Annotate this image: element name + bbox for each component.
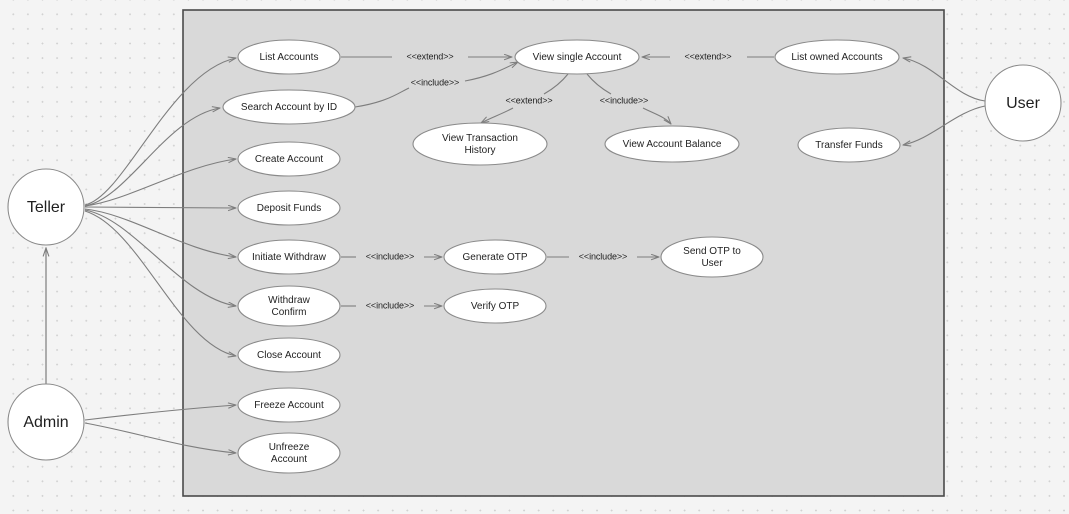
use-case-label: Create Account [255,154,324,165]
relationship-label-include-search-to-view: <<include>> [411,77,459,87]
edge-include-search-to-view-2 [464,62,518,82]
relationship-label-extend-owned-to-view: <<extend>> [684,51,731,61]
assoc-admin-freeze-account [84,405,236,421]
use-case-ellipse[interactable] [237,190,341,226]
use-case-label: View Account Balance [623,139,722,150]
actor-label: Teller [27,199,66,216]
assoc-teller-list-accounts [84,58,236,206]
use-case-label: Search Account by ID [241,102,337,113]
actor-circle[interactable] [7,168,85,246]
actor-teller[interactable]: Teller [7,168,85,246]
use-case-view-single-account[interactable]: View single Account [514,39,640,75]
use-case-ellipse[interactable] [412,122,548,166]
use-case-label: Verify OTP [471,301,520,312]
actor-circle[interactable] [7,383,85,461]
use-case-ellipse[interactable] [514,39,640,75]
use-case-ellipse[interactable] [797,127,901,163]
use-case-ellipse[interactable] [237,387,341,423]
use-case-ellipse[interactable] [237,39,341,75]
assoc-teller-create-account [84,159,236,207]
actor-user[interactable]: User [984,64,1062,142]
relationship-label-include-withdraw-to-otp: <<include>> [366,251,414,261]
use-case-ellipse[interactable] [237,432,341,474]
use-case-label: Deposit Funds [257,203,321,214]
edge-extend-view-to-history [543,73,569,95]
assoc-admin-unfreeze-account [84,422,236,453]
use-case-label: Initiate Withdraw [252,252,327,263]
use-case-ellipse[interactable] [443,288,547,324]
use-case-ellipse[interactable] [774,39,900,75]
use-case-ellipse[interactable] [237,239,341,275]
use-case-deposit-funds[interactable]: Deposit Funds [237,190,341,226]
assoc-teller-withdraw-confirm [84,209,236,306]
use-case-generate-otp[interactable]: Generate OTP [443,239,547,275]
edge-include-view-to-balance-2 [642,107,671,124]
use-case-ellipse[interactable] [660,236,764,278]
assoc-teller-close-account [84,210,236,356]
use-case-ellipse[interactable] [443,239,547,275]
use-case-ellipse[interactable] [237,285,341,327]
use-case-label: Generate OTP [462,252,527,263]
use-case-label: List Accounts [260,52,319,63]
use-case-label: Close Account [257,350,321,361]
relationship-label-include-otp-to-send: <<include>> [579,251,627,261]
use-case-search-account-id[interactable]: Search Account by ID [222,89,356,125]
use-case-close-account[interactable]: Close Account [237,337,341,373]
use-case-initiate-withdraw[interactable]: Initiate Withdraw [237,239,341,275]
relationship-label-include-view-to-balance: <<include>> [600,95,648,105]
use-case-create-account[interactable]: Create Account [237,141,341,177]
use-case-freeze-account[interactable]: Freeze Account [237,387,341,423]
use-case-ellipse[interactable] [604,125,740,163]
actor-admin[interactable]: Admin [7,383,85,461]
assoc-teller-initiate-withdraw [84,208,236,257]
edge-include-view-to-balance [586,73,612,95]
relationship-label-include-confirm-to-verify: <<include>> [366,300,414,310]
use-case-ellipse[interactable] [222,89,356,125]
use-case-ellipse[interactable] [237,141,341,177]
actor-label: Admin [23,414,68,431]
use-case-view-account-balance[interactable]: View Account Balance [604,125,740,163]
use-case-verify-otp[interactable]: Verify OTP [443,288,547,324]
assoc-user-list-owned-accounts [903,58,986,102]
use-case-label: Transfer Funds [815,140,882,151]
use-case-ellipse[interactable] [237,337,341,373]
actor-label: User [1006,95,1040,112]
use-case-label: View single Account [533,52,622,63]
assoc-user-transfer-funds [903,105,986,145]
assoc-teller-search-account [84,108,220,207]
edge-extend-view-to-history-2 [481,107,514,123]
edge-include-search-to-view [354,87,410,108]
use-case-label: Freeze Account [254,400,324,411]
relationship-label-extend-view-to-history: <<extend>> [505,95,552,105]
use-case-list-owned-accounts[interactable]: List owned Accounts [774,39,900,75]
relationship-label-extend-list-to-view: <<extend>> [406,51,453,61]
actor-circle[interactable] [984,64,1062,142]
use-case-transfer-funds[interactable]: Transfer Funds [797,127,901,163]
use-case-list-accounts[interactable]: List Accounts [237,39,341,75]
relationship-edges: View single Account --> View single Acco… [46,57,986,453]
assoc-teller-deposit-funds [84,207,236,208]
relationship-labels-layer: <<extend>> <<include>> <<extend>> <<include… [366,51,732,310]
use-case-label: List owned Accounts [791,52,882,63]
